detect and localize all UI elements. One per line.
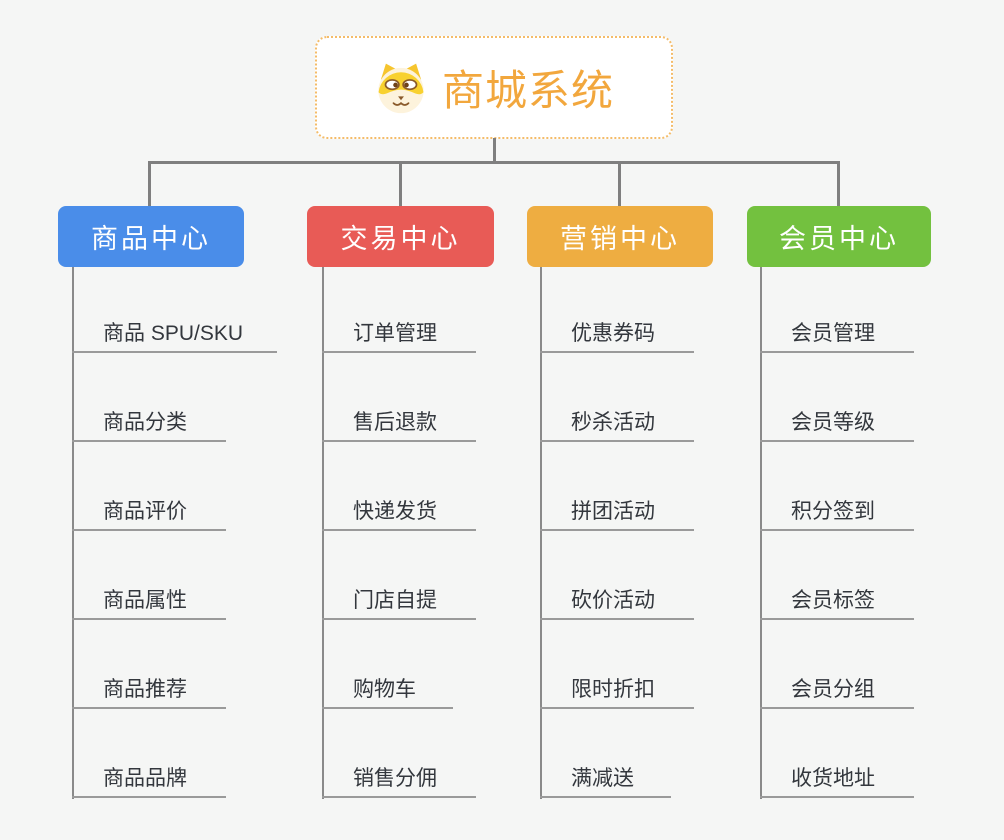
leaf-node[interactable]: 满减送 [540, 762, 671, 798]
leaf-node[interactable]: 优惠券码 [540, 317, 694, 353]
leaf-node[interactable]: 会员等级 [760, 406, 914, 442]
leaf-node[interactable]: 商品分类 [72, 406, 226, 442]
leaf-node[interactable]: 砍价活动 [540, 584, 694, 620]
leaf-node[interactable]: 会员分组 [760, 673, 914, 709]
leaf-node[interactable]: 订单管理 [322, 317, 476, 353]
leaf-node[interactable]: 商品品牌 [72, 762, 226, 798]
connector-root-stem [493, 138, 496, 162]
dog-face-icon [374, 62, 428, 114]
leaf-node[interactable]: 秒杀活动 [540, 406, 694, 442]
branch-node-member-center[interactable]: 会员中心 [747, 206, 931, 267]
leaf-node[interactable]: 商品属性 [72, 584, 226, 620]
connector-drop [399, 161, 402, 207]
branch-node-trade-center[interactable]: 交易中心 [307, 206, 494, 267]
leaf-node[interactable]: 商品评价 [72, 495, 226, 531]
leaf-node[interactable]: 拼团活动 [540, 495, 694, 531]
leaf-node[interactable]: 销售分佣 [322, 762, 476, 798]
leaf-node[interactable]: 限时折扣 [540, 673, 694, 709]
branch-trunk-line [72, 267, 74, 799]
branch-trunk-line [540, 267, 542, 799]
leaf-node[interactable]: 会员管理 [760, 317, 914, 353]
leaf-node[interactable]: 门店自提 [322, 584, 476, 620]
connector-drop [837, 161, 840, 207]
branch-trunk-line [322, 267, 324, 799]
branch-trunk-line [760, 267, 762, 799]
branch-node-marketing-center[interactable]: 营销中心 [527, 206, 713, 267]
branch-node-product-center[interactable]: 商品中心 [58, 206, 244, 267]
connector-drop [148, 161, 151, 207]
root-node[interactable]: 商城系统 [315, 36, 673, 139]
leaf-node[interactable]: 商品推荐 [72, 673, 226, 709]
leaf-node[interactable]: 快递发货 [322, 495, 476, 531]
leaf-node[interactable]: 购物车 [322, 673, 453, 709]
root-title: 商城系统 [441, 67, 614, 114]
leaf-node[interactable]: 售后退款 [322, 406, 476, 442]
leaf-node[interactable]: 积分签到 [760, 495, 914, 531]
connector-drop [618, 161, 621, 207]
leaf-node[interactable]: 收货地址 [760, 762, 914, 798]
leaf-node[interactable]: 商品 SPU/SKU [72, 317, 277, 353]
connector-bus [148, 161, 840, 164]
leaf-node[interactable]: 会员标签 [760, 584, 914, 620]
